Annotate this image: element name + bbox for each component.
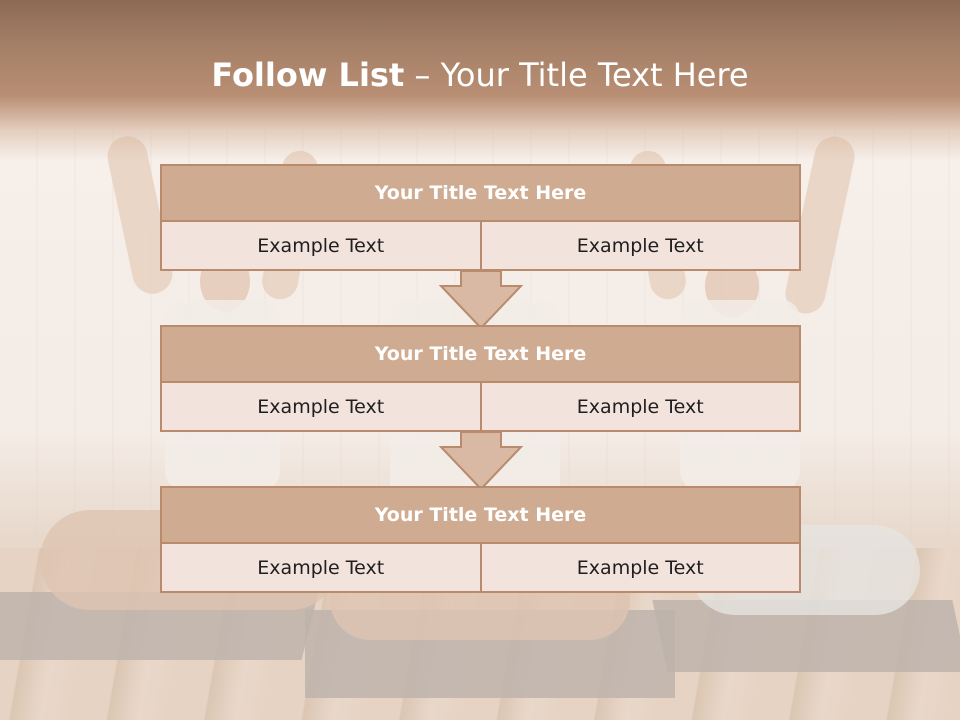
step-title-2: Your Title Text Here	[160, 325, 801, 383]
step-title-1: Your Title Text Here	[160, 164, 801, 222]
header-band	[0, 0, 960, 160]
step-block-2: Your Title Text Here Example Text Exampl…	[160, 325, 801, 432]
step-2-right-text: Example Text	[479, 383, 801, 432]
step-row-1: Example Text Example Text	[160, 222, 801, 271]
step-row-3: Example Text Example Text	[160, 544, 801, 593]
step-1-left-text: Example Text	[160, 222, 482, 271]
step-1-right-text: Example Text	[479, 222, 801, 271]
step-row-2: Example Text Example Text	[160, 383, 801, 432]
slide-title-rest: – Your Title Text Here	[404, 56, 749, 94]
slide-title-bold: Follow List	[211, 56, 405, 94]
step-title-3: Your Title Text Here	[160, 486, 801, 544]
step-block-1: Your Title Text Here Example Text Exampl…	[160, 164, 801, 271]
down-arrow-icon	[437, 431, 525, 491]
slide-title: Follow List – Your Title Text Here	[0, 56, 960, 94]
down-arrow-icon	[437, 270, 525, 330]
step-3-left-text: Example Text	[160, 544, 482, 593]
step-2-left-text: Example Text	[160, 383, 482, 432]
step-block-3: Your Title Text Here Example Text Exampl…	[160, 486, 801, 593]
step-3-right-text: Example Text	[479, 544, 801, 593]
